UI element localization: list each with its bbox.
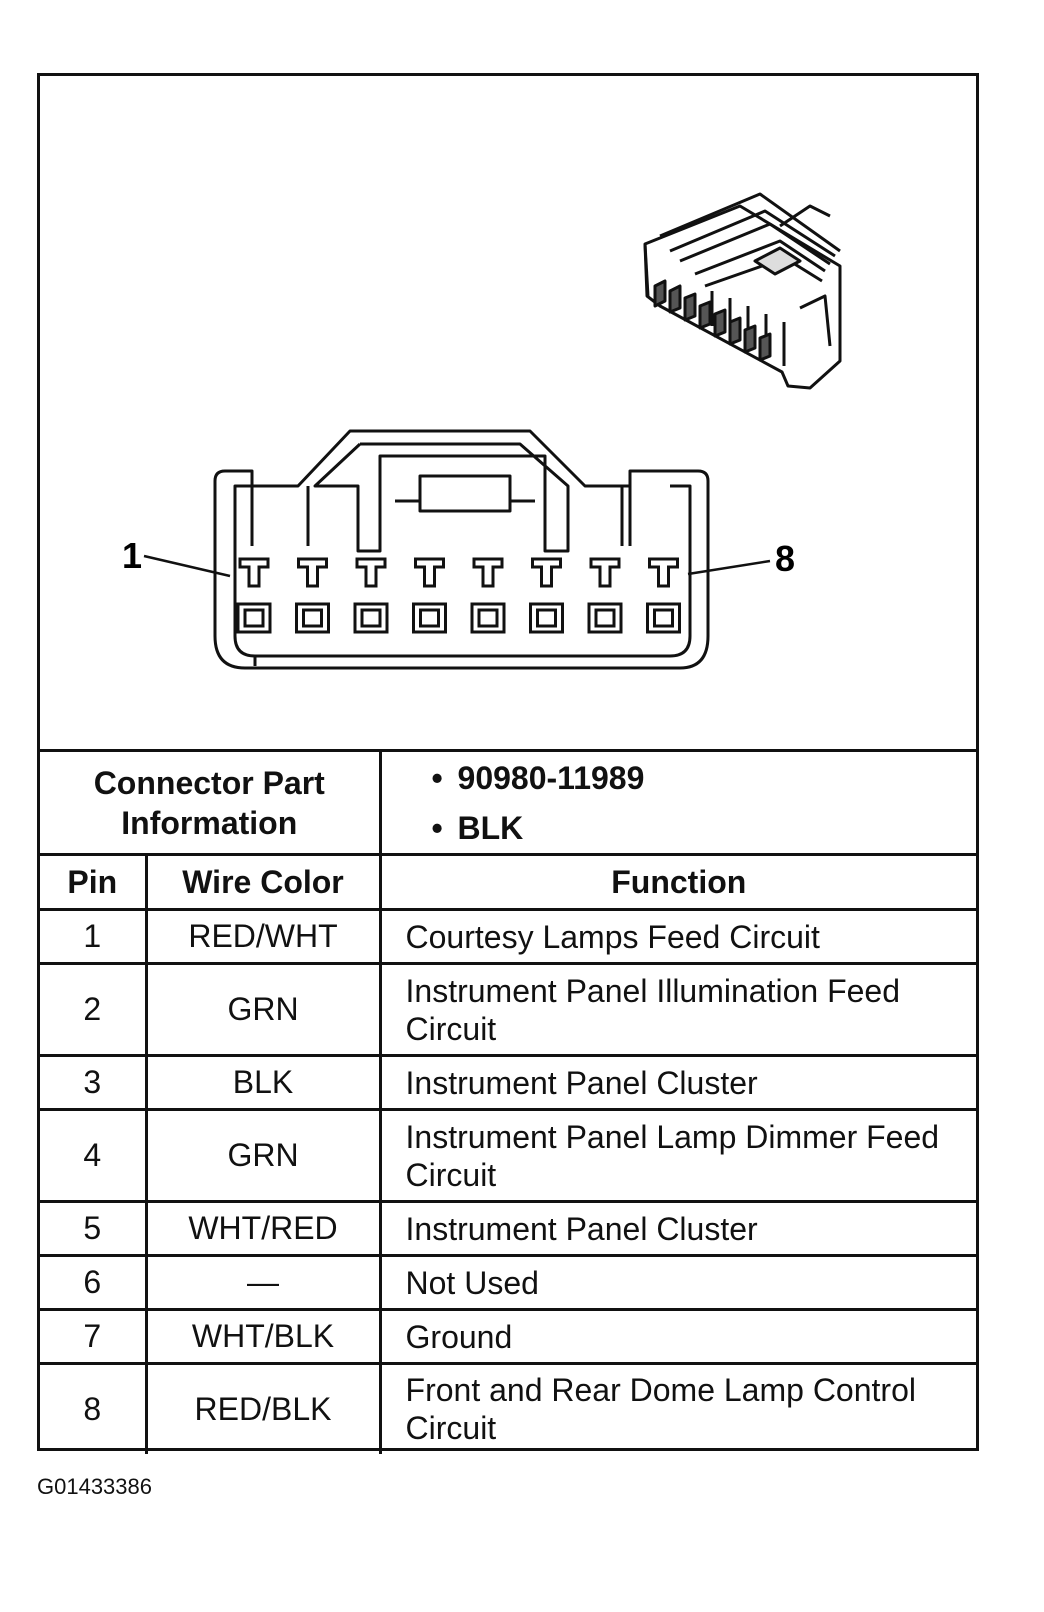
function-cell: Courtesy Lamps Feed Circuit	[378, 908, 977, 965]
pin-terminal-5	[472, 557, 504, 588]
pin-cell: 7	[40, 1308, 148, 1365]
connector-part-row: Connector Part Information •90980-11989 …	[40, 749, 977, 856]
function-cell: Instrument Panel Cluster	[378, 1200, 977, 1257]
function-cell: Instrument Panel Cluster	[378, 1054, 977, 1111]
connector-info-table: Connector Part Information •90980-11989 …	[40, 749, 977, 1454]
pin-cavity-inner-1	[243, 608, 265, 628]
pin-cell: 2	[40, 962, 148, 1057]
part-number: •90980-11989	[432, 753, 967, 803]
figure-id-caption: G01433386	[37, 1474, 152, 1499]
connector-pins	[236, 557, 681, 634]
pin-terminal-3	[355, 557, 387, 588]
function-cell: Ground	[378, 1308, 977, 1365]
pin-cavity-6	[529, 602, 564, 634]
wire-color-cell: GRN	[144, 1108, 382, 1203]
pin-cavity-inner-4	[419, 608, 440, 628]
header-function: Function	[378, 853, 977, 911]
connector-part-label-line2: Information	[121, 804, 298, 841]
connector-3d-view	[643, 192, 842, 390]
table-header-row: Pin Wire Color Function	[40, 853, 977, 911]
pin-terminal-4	[414, 557, 445, 588]
wire-color-cell: RED/BLK	[144, 1362, 382, 1454]
wire-color-cell: RED/WHT	[144, 908, 382, 965]
header-pin: Pin	[40, 853, 148, 911]
connector-drawing: 1 8	[122, 192, 842, 670]
function-cell: Instrument Panel Illumination Feed Circu…	[378, 962, 977, 1057]
part-color: •BLK	[432, 803, 967, 853]
pin-leaders	[143, 554, 771, 578]
table-row: 8 RED/BLK Front and Rear Dome Lamp Contr…	[40, 1362, 977, 1454]
bullet-icon: •	[431, 759, 443, 796]
header-wire-color: Wire Color	[144, 853, 382, 911]
connector-figure-frame: 1 8 Connector Part Information •90980-11…	[37, 73, 979, 1454]
table-row: 1 RED/WHT Courtesy Lamps Feed Circuit	[40, 908, 977, 965]
wire-color-cell: WHT/RED	[144, 1200, 382, 1257]
bullet-icon: •	[431, 809, 443, 846]
pin-label-left: 1	[122, 535, 142, 576]
pin-cavity-inner-2	[302, 608, 323, 628]
pin-terminal-2	[297, 557, 328, 588]
pin-cavity-inner-6	[536, 608, 557, 628]
connector-part-label: Connector Part Information	[40, 749, 382, 856]
pin-cavity-5	[470, 602, 506, 634]
pin-terminal-1	[238, 557, 270, 588]
connector-part-label-line1: Connector Part	[93, 764, 325, 801]
table-row: 6 — Not Used	[40, 1254, 977, 1311]
table-row: 2 GRN Instrument Panel Illumination Feed…	[40, 962, 977, 1057]
wire-color-cell: GRN	[144, 962, 382, 1057]
wire-color-cell: BLK	[144, 1054, 382, 1111]
pin-cell: 1	[40, 908, 148, 965]
pin-cavity-7	[587, 602, 623, 634]
table-row: 5 WHT/RED Instrument Panel Cluster	[40, 1200, 977, 1257]
pin-cell: 4	[40, 1108, 148, 1203]
connector-face-view	[213, 429, 710, 670]
pin-cell: 6	[40, 1254, 148, 1311]
connector-diagram: 1 8	[40, 76, 976, 749]
pin-cavity-inner-7	[594, 608, 616, 628]
pin-cavity-3	[353, 602, 389, 634]
pin-cell: 5	[40, 1200, 148, 1257]
pin-cavity-inner-5	[477, 608, 499, 628]
pin-label-right: 8	[775, 538, 795, 579]
pin-cavity-1	[236, 602, 272, 634]
pin-cavity-4	[412, 602, 447, 634]
function-cell: Not Used	[378, 1254, 977, 1311]
table-row: 4 GRN Instrument Panel Lamp Dimmer Feed …	[40, 1108, 977, 1203]
function-cell: Instrument Panel Lamp Dimmer Feed Circui…	[378, 1108, 977, 1203]
function-cell: Front and Rear Dome Lamp Control Circuit	[378, 1362, 977, 1454]
wire-color-cell: WHT/BLK	[144, 1308, 382, 1365]
table-row: 7 WHT/BLK Ground	[40, 1308, 977, 1365]
pin-cavity-inner-3	[360, 608, 382, 628]
pin-cavity-inner-8	[653, 608, 674, 628]
pin-cell: 8	[40, 1362, 148, 1454]
pin-cavity-8	[646, 602, 681, 634]
wire-color-cell: —	[144, 1254, 382, 1311]
pin-terminal-7	[589, 557, 621, 588]
pin-cavity-2	[295, 602, 330, 634]
pin-terminal-8	[648, 557, 679, 588]
pin-cell: 3	[40, 1054, 148, 1111]
pin-terminal-6	[531, 557, 562, 588]
connector-part-values: •90980-11989 •BLK	[378, 749, 977, 856]
table-row: 3 BLK Instrument Panel Cluster	[40, 1054, 977, 1111]
